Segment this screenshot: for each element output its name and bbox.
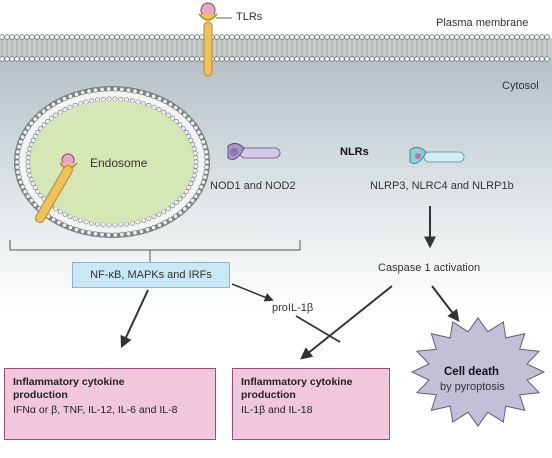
tlr-receptor-icon <box>198 2 218 77</box>
nod-receptor-icon <box>227 142 281 161</box>
arrow-nfkb-to-proil <box>231 283 274 302</box>
plasma-membrane-label: Plasma membrane <box>436 17 529 29</box>
nfkb-mapks-irfs-box: NF-κB, MAPKs and IRFs <box>72 262 230 288</box>
arrow-caspase-to-death <box>431 285 460 322</box>
caspase-label: Caspase 1 activation <box>378 262 481 274</box>
endosome-label: Endosome <box>90 156 148 170</box>
endosome <box>14 86 210 238</box>
cell-death-star <box>410 317 546 427</box>
left-output-title-2: production <box>13 389 68 401</box>
nlrp-receptor-icon <box>409 146 465 165</box>
nod-label: NOD1 and NOD2 <box>210 180 296 192</box>
tlrs-label: TLRs <box>236 11 263 23</box>
middle-output-title-1: Inflammatory cytokine <box>241 376 353 388</box>
nlrs-label: NLRs <box>340 146 369 158</box>
arrow-proil-to-il1b <box>295 315 341 343</box>
left-output-title-1: Inflammatory cytokine <box>13 376 125 388</box>
arrow-caspase-to-il1b <box>300 285 393 360</box>
left-output-sub: IFNα or β, TNF, IL-12, IL-6 and IL-8 <box>13 404 178 416</box>
sensor-bracket <box>9 240 301 251</box>
cell-death-sub: by pyroptosis <box>440 381 505 393</box>
nlrp-label: NLRP3, NLRC4 and NLRP1b <box>370 180 514 192</box>
cytokine-output-left: Inflammatory cytokine production IFNα or… <box>4 368 216 440</box>
cell-death-title: Cell death <box>444 366 499 378</box>
endosomal-tlr-icon <box>35 153 78 223</box>
cytokine-output-middle: Inflammatory cytokine production IL-1β a… <box>232 368 390 440</box>
middle-output-title-2: production <box>241 389 296 401</box>
arrow-nfkb-to-cytokines <box>120 289 149 349</box>
middle-output-sub: IL-1β and IL-18 <box>241 404 313 416</box>
cytosol-label: Cytosol <box>502 80 539 92</box>
proil-label: proIL-1β <box>272 302 314 314</box>
plasma-membrane <box>0 34 552 62</box>
